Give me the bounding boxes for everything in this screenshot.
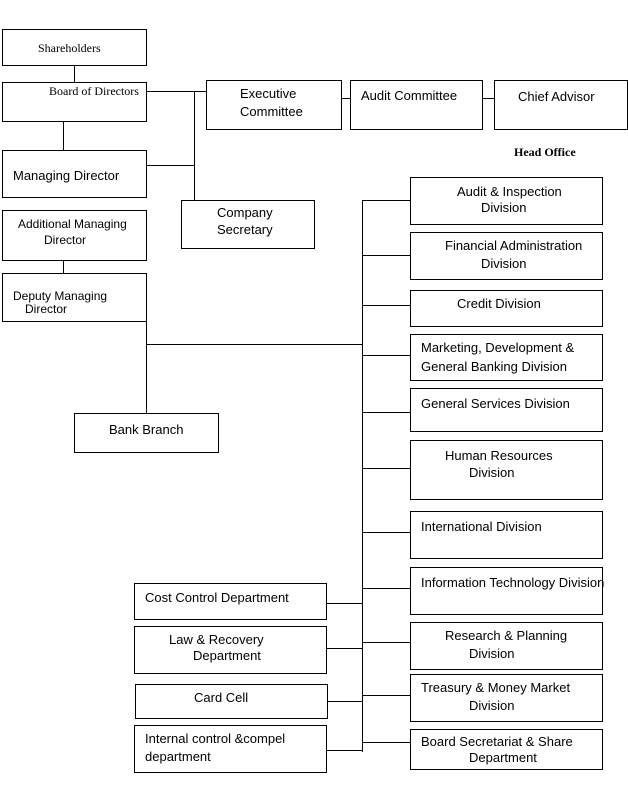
division-box: Marketing, Development & General Banking…: [410, 334, 603, 381]
department-box: Law & Recovery Department: [134, 626, 327, 674]
connector-line: [327, 701, 362, 702]
audit-committee-label: Audit Committee: [361, 88, 458, 103]
connector-line: [326, 648, 362, 649]
executive-committee-label-line1: Executive: [240, 86, 297, 101]
additional-managing-director-label-line1: Additional Managing: [18, 217, 127, 231]
division-label-line2: Division: [481, 200, 527, 215]
division-box: Financial Administration Division: [410, 232, 603, 280]
executive-committee-box: Executive Committee: [206, 80, 342, 130]
division-label: General Services Division: [421, 396, 570, 411]
connector-line: [146, 91, 207, 92]
connector-line: [362, 642, 410, 643]
chief-advisor-box: Chief Advisor: [494, 80, 628, 130]
division-label-line2: General Banking Division: [421, 359, 567, 374]
connector-line: [326, 750, 362, 751]
additional-managing-director-box: Additional Managing Director: [2, 210, 147, 261]
department-label: Cost Control Department: [145, 590, 289, 605]
division-box: Board Secretariat & Share Department: [410, 729, 603, 770]
chief-advisor-label: Chief Advisor: [518, 89, 595, 104]
division-label-line1: Human Resources: [445, 448, 553, 463]
division-label-line1: Audit & Inspection: [457, 184, 562, 199]
division-label-line2: Department: [469, 750, 537, 765]
connector-line: [341, 98, 350, 99]
connector-line: [74, 65, 75, 83]
division-label-line2: Division: [469, 646, 515, 661]
connector-line: [146, 165, 194, 166]
division-box: Information Technology Division: [410, 567, 605, 615]
connector-line: [362, 412, 410, 413]
connector-line: [326, 603, 362, 604]
division-label: Credit Division: [457, 296, 541, 311]
division-label-line1: Treasury & Money Market: [421, 680, 571, 695]
executive-committee-label-line2: Committee: [240, 104, 303, 119]
department-box: Cost Control Department: [134, 583, 327, 620]
connector-line: [362, 355, 410, 356]
connector-line: [362, 695, 410, 696]
department-label: Card Cell: [194, 690, 249, 705]
deputy-managing-director-label-line1: Deputy Managing: [13, 289, 108, 303]
managing-director-label: Managing Director: [13, 168, 120, 183]
connector-line: [362, 200, 410, 201]
division-label-line2: Division: [481, 256, 527, 271]
division-box: Research & Planning Division: [410, 622, 603, 670]
shareholders-box: Shareholders: [2, 29, 147, 66]
connector-line: [63, 121, 64, 150]
division-label: International Division: [421, 519, 542, 534]
board-of-directors-label: Board of Directors: [49, 84, 139, 98]
company-secretary-label-line2: Secretary: [217, 222, 273, 237]
connector-line: [146, 344, 362, 345]
bank-branch-box: Bank Branch: [74, 413, 219, 453]
company-secretary-label-line1: Company: [217, 205, 273, 220]
division-label-line1: Board Secretariat & Share: [421, 734, 573, 749]
division-label-line2: Division: [469, 698, 515, 713]
connector-line: [63, 260, 64, 273]
head-office-heading: Head Office: [514, 145, 576, 159]
division-box: Credit Division: [410, 290, 603, 327]
connector-line: [146, 321, 147, 413]
connector-line: [194, 91, 195, 200]
shareholders-label: Shareholders: [38, 41, 101, 55]
additional-managing-director-label-line2: Director: [44, 233, 87, 247]
connector-line: [482, 98, 494, 99]
division-box: Treasury & Money Market Division: [410, 674, 603, 722]
audit-committee-box: Audit Committee: [350, 80, 483, 130]
division-box: International Division: [410, 511, 603, 559]
company-secretary-box: Company Secretary: [181, 200, 315, 249]
division-box: General Services Division: [410, 388, 603, 432]
division-box: Audit & Inspection Division: [410, 177, 603, 225]
division-label-line1: Financial Administration: [445, 238, 583, 253]
division-label-line2: Division: [469, 465, 515, 480]
managing-director-box: Managing Director: [2, 150, 147, 198]
connector-line: [362, 532, 410, 533]
department-label-line1: Internal control &compel: [145, 731, 286, 746]
deputy-managing-director-box: Deputy Managing Director: [2, 273, 147, 322]
connector-line: [362, 255, 410, 256]
connector-line: [362, 742, 410, 743]
division-label-line1: Research & Planning: [445, 628, 568, 643]
deputy-managing-director-label-line2: Director: [25, 302, 68, 316]
board-of-directors-box: Board of Directors: [2, 82, 147, 122]
department-box: Internal control &compel department: [134, 725, 327, 773]
connector-line: [362, 468, 410, 469]
bank-branch-label: Bank Branch: [109, 422, 184, 437]
division-label-line1: Marketing, Development &: [421, 340, 575, 355]
department-box: Card Cell: [135, 684, 328, 719]
connector-line: [362, 588, 410, 589]
department-label-line2: department: [145, 749, 211, 764]
department-label-line1: Law & Recovery: [169, 632, 264, 647]
division-label: Information Technology Division: [421, 575, 605, 590]
division-box: Human Resources Division: [410, 440, 603, 500]
connector-line: [362, 200, 363, 752]
department-label-line2: Department: [193, 648, 261, 663]
connector-line: [362, 305, 410, 306]
